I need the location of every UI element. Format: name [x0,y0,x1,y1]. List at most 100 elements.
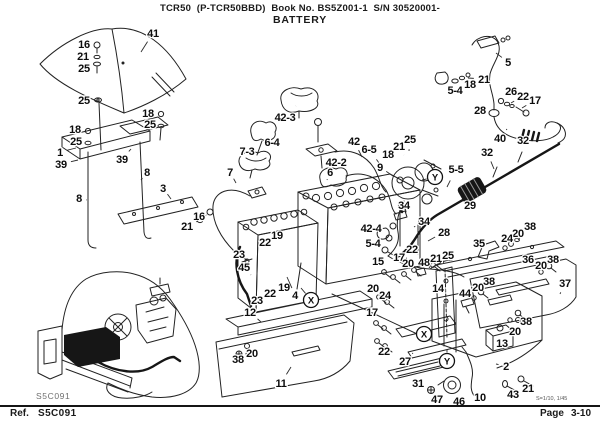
callout-leader-line [510,241,513,244]
part-number-callout: 37 [559,278,571,290]
part-number-callout: 39 [55,159,67,171]
svg-text:X: X [421,329,428,340]
part-number-callout: 31 [412,378,424,390]
callout-leader-line [233,178,237,184]
relay-bracket-drawing [373,237,577,398]
part-number-callout: 44 [459,288,472,300]
callout-leader-line [286,366,292,375]
part-number-callout: 23 [251,295,263,307]
part-number-callout: 45 [238,262,250,274]
tube-hose-drawing [394,35,566,260]
part-number-callout: 22 [378,346,390,358]
part-number-callout: 48 [418,257,430,269]
callout-leader-line [481,289,484,292]
callout-leader-line [490,161,495,170]
callout-leader-line [517,233,524,241]
battery-cables-drawing [212,87,397,308]
part-number-callout: 16 [193,211,205,223]
section-marker-x: X [415,325,433,343]
part-number-callout: 25 [144,119,156,131]
part-number-callout: 7-3 [240,146,255,158]
footer-ref-label: Ref. [10,408,29,419]
section-title: BATTERY [272,14,327,26]
part-number-callout: 47 [431,394,443,406]
callout-leader-line [421,178,427,181]
part-number-callout: 6-5 [362,144,377,156]
drawing-ref: S5C091 [36,391,71,401]
part-number-callout: 20 [246,348,258,360]
part-number-callout: 41 [147,28,159,40]
part-number-callout: 32 [517,135,529,147]
part-number-callout: 7 [227,167,233,179]
part-number-callout: 19 [271,230,283,242]
part-number-callout: 43 [507,389,519,401]
part-number-callout: 22 [406,244,418,256]
part-number-callout: 2 [503,361,509,373]
part-number-callout: 3 [160,183,166,195]
part-number-callout: 42 [348,136,360,148]
part-number-callout: 38 [547,254,559,266]
callout-leader-line [495,52,503,58]
callout-leader-line [413,225,416,228]
part-number-callout: 20 [509,326,521,338]
callout-leader-line [286,276,293,289]
part-number-callout: 38 [520,316,532,328]
callout-leader-line [521,104,527,109]
mount-bracket-drawing [61,116,199,249]
callout-leader-line [446,180,451,188]
part-number-callout: 19 [278,282,290,294]
part-number-callout: 20 [535,260,547,272]
part-number-callout: 10 [474,392,486,404]
svg-text:Y: Y [444,356,451,367]
part-number-callout: 34 [398,200,411,212]
part-number-callout: 11 [275,378,286,390]
part-number-callout: 23 [233,249,245,261]
callout-leader-line [405,257,408,260]
callout-leader-line [167,193,172,200]
callout-leader-line [427,236,436,242]
svg-text:X: X [308,295,315,306]
callout-leader-line [196,220,199,223]
part-number-callout: 6-4 [265,137,281,149]
part-number-callout: 25 [404,134,416,146]
part-number-callout: 28 [474,105,486,117]
part-number-callout: 22 [264,288,276,300]
book-title: TCR50 (P-TCR50BBD) Book No. BS5Z001-1 S/… [159,3,441,14]
part-number-callout: 4 [292,290,299,302]
part-number-callout: 24 [379,290,392,302]
part-number-callout: 22 [259,237,271,249]
part-number-callout: 17 [393,252,405,264]
part-number-callout: 35 [473,238,485,250]
part-number-callout: 21 [393,141,405,153]
part-number-callout: 21 [77,51,89,63]
callout-leader-line [300,287,306,294]
scale-note: S=1/10, 1/45 [536,396,568,402]
callout-leader-line [70,159,79,163]
hood-panel-drawing [39,27,187,114]
part-number-callout: 6 [327,167,333,179]
part-number-callout: 18 [464,79,476,91]
footer-page-label: Page [540,408,564,419]
callout-leader-line [383,268,386,271]
part-number-callout: 8 [144,167,150,179]
part-number-callout: 15 [372,256,384,268]
svg-text:Y: Y [432,172,439,183]
part-number-callout: 38 [483,276,495,288]
part-number-callout: 9 [377,162,383,174]
part-number-callout: 5 [505,57,511,69]
callout-leader-line [140,41,148,53]
part-number-callout: 36 [522,254,534,266]
part-number-callout: 21 [522,383,534,395]
part-number-callout: 39 [116,154,128,166]
callout-leader-line [510,100,515,104]
part-number-callout: 40 [494,133,506,145]
part-number-callout: 42-4 [361,223,383,235]
section-marker-y: Y [426,168,444,186]
part-number-callout: 21 [181,221,193,233]
part-number-callout: 26 [505,86,517,98]
part-number-callout: 34 [418,216,431,228]
part-number-callout: 18 [142,108,154,120]
